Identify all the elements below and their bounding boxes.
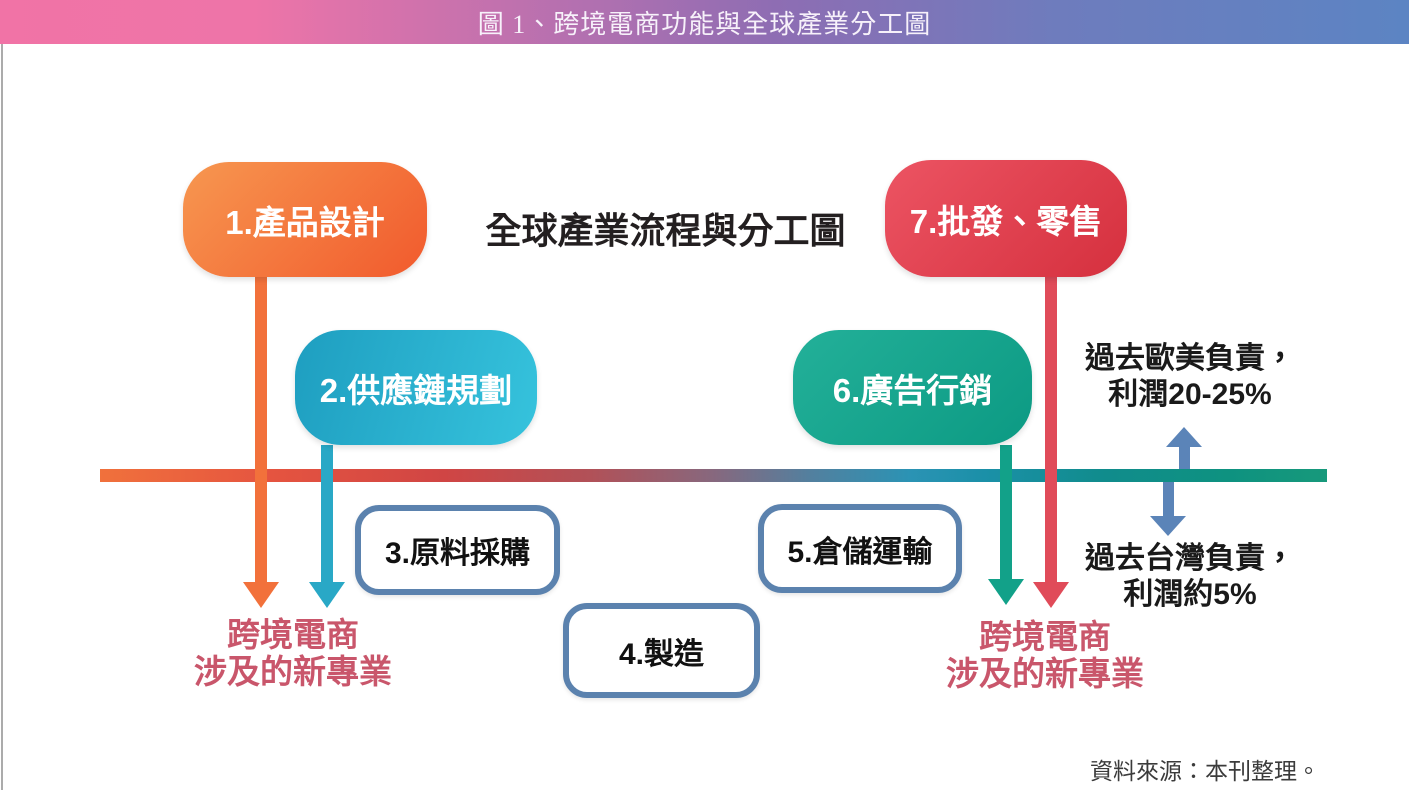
taiwan-profit-note-line2: 利潤約5% — [1123, 578, 1257, 611]
arrow-cyan-shaft — [321, 445, 333, 582]
right-crossborder-note: 跨境電商 涉及的新專業 — [905, 618, 1185, 692]
node-3-label: 3.原料採購 — [384, 537, 531, 570]
node-2-label: 2.供應鏈規劃 — [319, 371, 513, 409]
arrow-blue-down-shaft — [1163, 482, 1174, 517]
right-crossborder-note-line2: 涉及的新專業 — [946, 655, 1144, 692]
diagram-heading: 全球產業流程與分工圖 — [485, 210, 846, 251]
node-1-label: 1.產品設計 — [225, 203, 385, 241]
figure-title-bar: 圖 1、跨境電商功能與全球產業分工圖 — [0, 0, 1409, 44]
timeline-bar — [100, 469, 1327, 482]
europe-profit-note: 過去歐美負責， 利潤20-25% — [1050, 341, 1330, 413]
node-3-raw-material: 3.原料採購 — [355, 505, 560, 595]
node-6-label: 6.廣告行銷 — [832, 371, 993, 409]
arrow-cyan-head-icon — [309, 582, 345, 608]
arrow-orange-shaft — [255, 277, 267, 582]
node-4-label: 4.製造 — [618, 637, 705, 671]
arrow-green-shaft — [1000, 445, 1012, 579]
europe-profit-note-line1: 過去歐美負責， — [1085, 342, 1295, 375]
node-7-wholesale-retail: 7.批發、零售 — [885, 160, 1127, 277]
figure-title: 圖 1、跨境電商功能與全球產業分工圖 — [477, 9, 932, 39]
page-left-border — [1, 44, 3, 790]
arrow-blue-up-shaft — [1179, 445, 1190, 469]
node-6-advertising: 6.廣告行銷 — [793, 330, 1032, 445]
node-1-product-design: 1.產品設計 — [183, 162, 427, 277]
arrow-blue-up-head-icon — [1166, 427, 1202, 447]
source-note: 資料來源：本刊整理。 — [1090, 759, 1320, 784]
arrow-orange-head-icon — [243, 582, 279, 608]
left-crossborder-note-line1: 跨境電商 — [227, 616, 359, 653]
node-2-supply-chain: 2.供應鏈規劃 — [295, 330, 537, 445]
taiwan-profit-note: 過去台灣負責， 利潤約5% — [1050, 541, 1330, 613]
arrow-blue-down-head-icon — [1150, 516, 1186, 536]
europe-profit-note-line2: 利潤20-25% — [1108, 378, 1272, 411]
left-crossborder-note: 跨境電商 涉及的新專業 — [158, 616, 428, 690]
left-crossborder-note-line2: 涉及的新專業 — [194, 653, 392, 690]
arrow-red-shaft — [1045, 277, 1057, 582]
taiwan-profit-note-line1: 過去台灣負責， — [1085, 542, 1295, 575]
arrow-green-head-icon — [988, 579, 1024, 605]
node-7-label: 7.批發、零售 — [909, 202, 1103, 240]
node-5-label: 5.倉儲運輸 — [787, 535, 933, 569]
right-crossborder-note-line1: 跨境電商 — [979, 618, 1111, 655]
node-4-manufacturing: 4.製造 — [563, 603, 760, 698]
arrow-red-head-icon — [1033, 582, 1069, 608]
node-5-warehousing: 5.倉儲運輸 — [758, 504, 962, 593]
